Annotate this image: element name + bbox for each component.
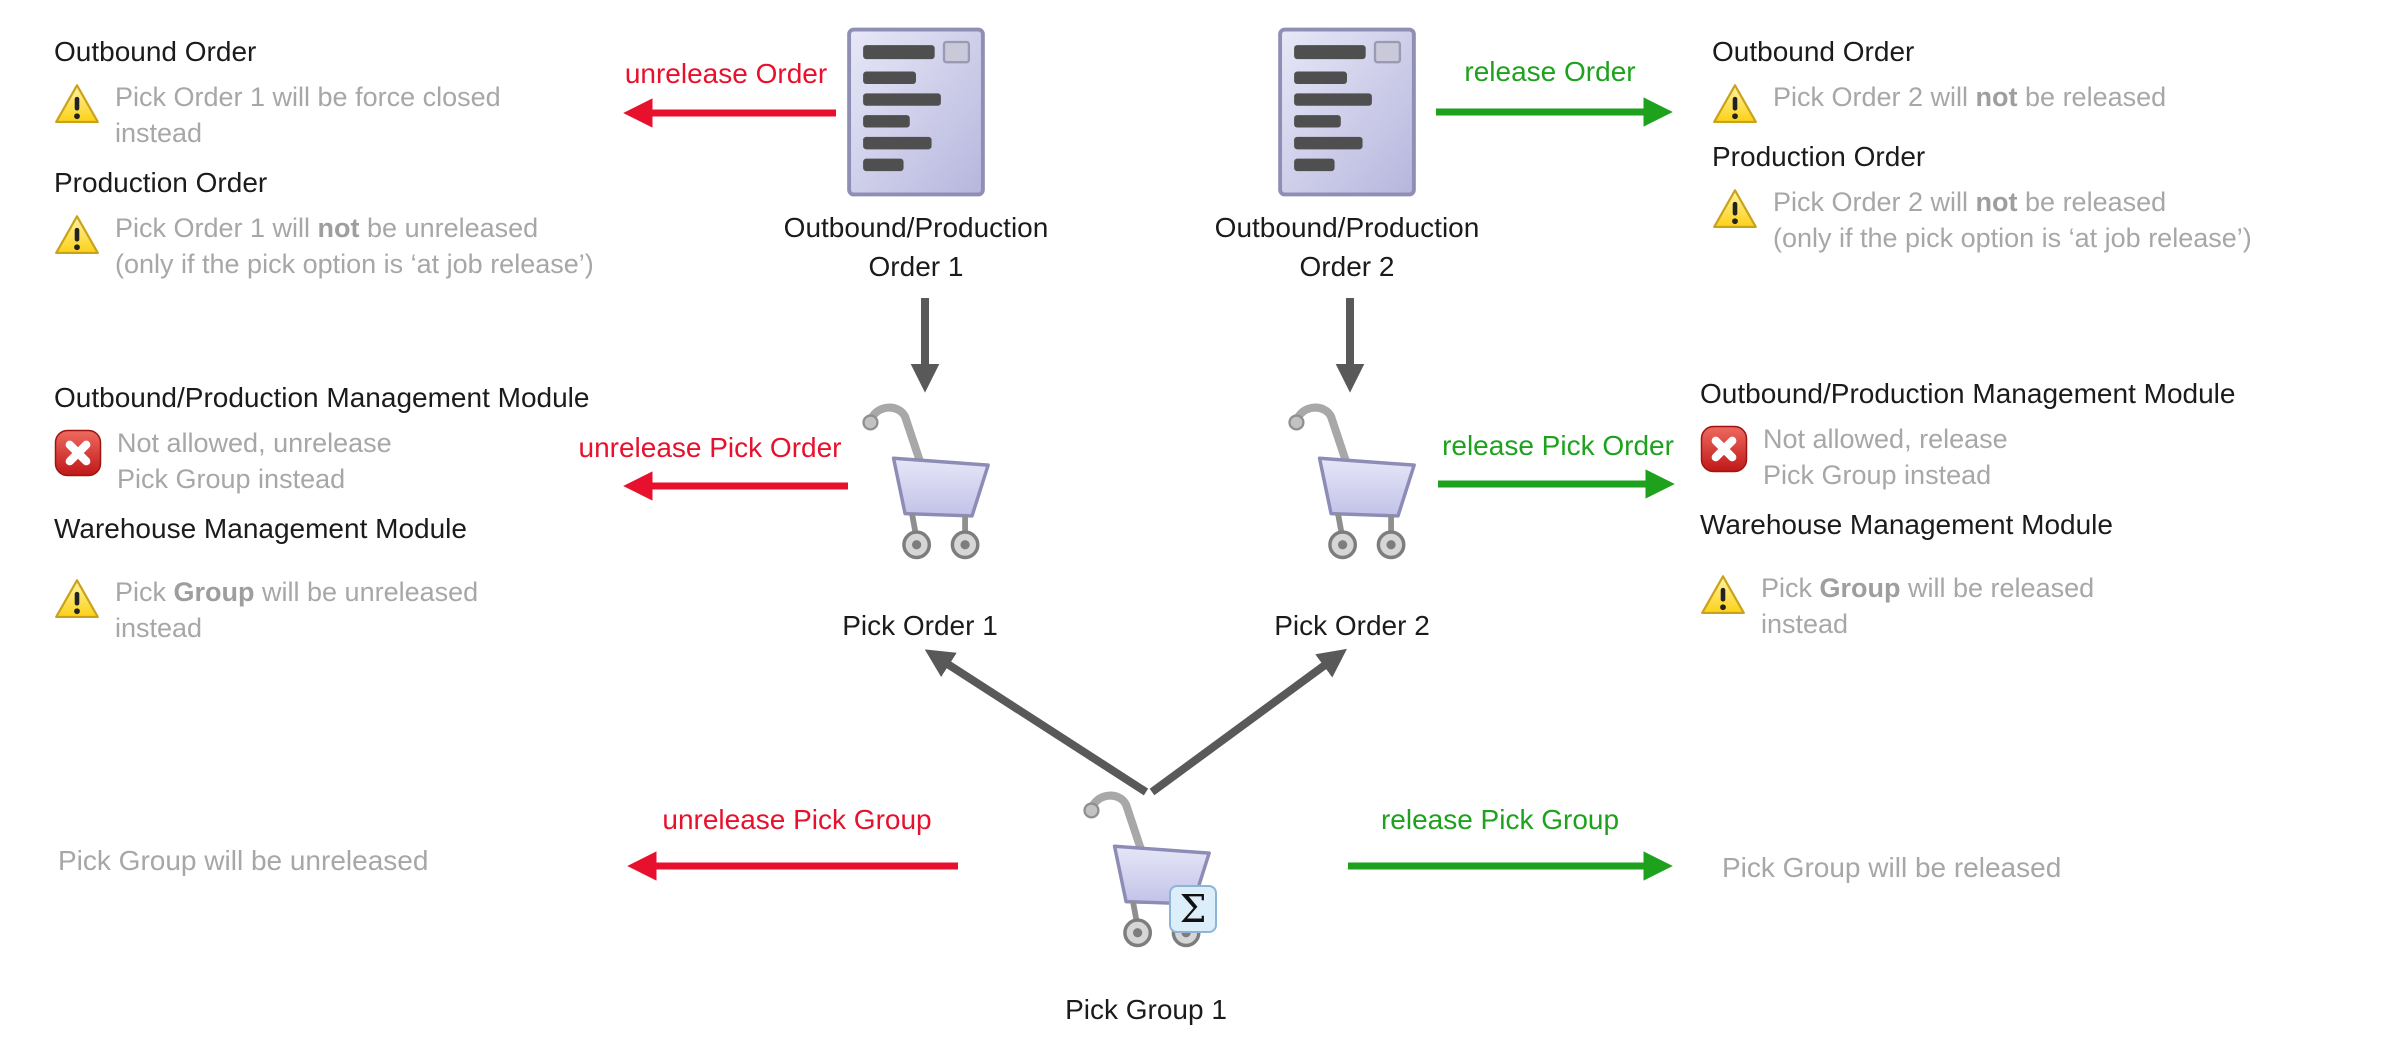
note-line: instead — [115, 117, 203, 148]
note: Pick Order 2 will not be released — [1773, 80, 2166, 116]
unrelease-pick-group-label: unrelease Pick Group — [662, 804, 932, 835]
warning-icon — [55, 579, 99, 619]
warning-row: Pick Order 2 will not be released (only … — [1712, 185, 2392, 256]
unrelease-order-label: unrelease Order — [624, 58, 828, 89]
note-line: Pick Group will be unreleased — [115, 575, 478, 611]
note-text: will be released — [1900, 573, 2095, 604]
doc2-label-line2: Order 2 — [1299, 251, 1395, 283]
note: Pick Order 1 will not be unreleased (onl… — [115, 211, 594, 282]
release-pick-group-label: release Pick Group — [1380, 804, 1620, 835]
note: Pick Group will be released instead — [1761, 571, 2094, 642]
note: Not allowed, unrelease Pick Group instea… — [117, 426, 392, 497]
note-bold: Group — [173, 577, 255, 608]
error-icon — [1700, 425, 1748, 473]
note-text: Pick Order 2 will — [1773, 187, 1976, 217]
panel-top-left: Outbound Order Pick Order 1 will be forc… — [54, 36, 674, 299]
doc1-label: Outbound/Production Order 1 — [784, 208, 1049, 286]
error-icon — [54, 429, 102, 477]
note-text: be unreleased — [359, 213, 539, 244]
warning-row: Pick Order 2 will not be released — [1712, 80, 2392, 125]
release-order-label: release Order — [1464, 56, 1636, 87]
cart-icon — [1288, 403, 1416, 560]
panel-heading: Outbound Order — [54, 36, 257, 67]
group-to-cart2-arrow — [1149, 648, 1347, 796]
note-line: Pick Group instead — [117, 463, 346, 494]
note-text: be released — [2017, 187, 2167, 217]
panel-mid-left: Outbound/Production Management Module No… — [54, 382, 694, 663]
note-bold: Group — [1819, 573, 1901, 604]
release-pick-order-label: release Pick Order — [1442, 430, 1674, 461]
note: Not allowed, release Pick Group instead — [1763, 422, 2008, 493]
warning-icon — [55, 84, 99, 124]
note: Pick Order 1 will be force closed instea… — [115, 80, 501, 151]
note-line: (only if the pick option is ‘at job rele… — [115, 248, 594, 279]
error-row: Not allowed, unrelease Pick Group instea… — [54, 426, 694, 497]
doc1-label-line2: Order 1 — [868, 251, 964, 283]
note-line: instead — [115, 612, 203, 643]
note-line: Pick Order 1 will be force closed — [115, 82, 501, 112]
unrelease-pick-order-label: unrelease Pick Order — [578, 432, 842, 463]
note-bold: not — [317, 213, 360, 244]
note-line: Pick Group instead — [1763, 459, 1992, 490]
document-icon — [1278, 27, 1416, 197]
panel-heading: Warehouse Management Module — [54, 513, 467, 545]
note-text: Pick — [1761, 573, 1820, 604]
note-text: Pick — [115, 577, 174, 608]
panel-heading: Production Order — [54, 167, 268, 199]
note-text: be released — [2017, 82, 2167, 112]
group-to-cart1-arrow — [924, 649, 1149, 796]
panel-top-right: Outbound Order Pick Order 2 will not be … — [1712, 36, 2392, 272]
cart1-label: Pick Order 1 — [842, 610, 998, 641]
cart2-label: Pick Order 2 — [1274, 610, 1430, 641]
note-line: Not allowed, unrelease — [117, 428, 392, 458]
warning-icon — [1701, 575, 1745, 615]
note-text: Pick Order 2 will — [1773, 82, 1976, 112]
note-line: (only if the pick option is ‘at job rele… — [1773, 222, 2252, 253]
note-text: Pick Order 1 will — [115, 213, 318, 244]
error-row: Not allowed, release Pick Group instead — [1700, 422, 2380, 493]
doc2-label-line1: Outbound/Production — [1214, 212, 1480, 243]
panel-heading: Outbound Order — [1712, 36, 1915, 67]
note-text: will be unreleased — [254, 577, 479, 608]
note-line: instead — [1761, 608, 1849, 639]
warning-icon — [55, 215, 99, 255]
note: Pick Group will be unreleased instead — [115, 575, 478, 646]
panel-heading: Outbound/Production Management Module — [54, 382, 590, 413]
panel-heading: Outbound/Production Management Module — [1700, 378, 2236, 409]
warning-icon — [1713, 189, 1757, 229]
note-bold: not — [1975, 187, 2018, 217]
panel-heading: Warehouse Management Module — [1700, 509, 2113, 541]
bottom-left-note: Pick Group will be unreleased — [58, 845, 429, 876]
warning-row: Pick Order 1 will not be unreleased (onl… — [54, 211, 674, 282]
pick-group-label: Pick Group 1 — [1065, 994, 1227, 1025]
cart-icon — [862, 403, 990, 560]
note-line: Pick Order 2 will not be released — [1773, 80, 2166, 116]
warning-row: Pick Group will be released instead — [1700, 571, 2380, 642]
warning-row: Pick Group will be unreleased instead — [54, 575, 694, 646]
bottom-right-note: Pick Group will be released — [1722, 852, 2062, 883]
note-line: Not allowed, release — [1763, 424, 2008, 454]
doc2-label: Outbound/Production Order 2 — [1215, 208, 1480, 286]
sigma-badge: Σ — [1169, 885, 1217, 933]
doc1-label-line1: Outbound/Production — [783, 212, 1049, 243]
note-bold: not — [1975, 82, 2018, 112]
warning-row: Pick Order 1 will be force closed instea… — [54, 80, 674, 151]
note-line: Pick Order 1 will not be unreleased — [115, 211, 594, 247]
note-line: Pick Order 2 will not be released — [1773, 185, 2252, 221]
note: Pick Order 2 will not be released (only … — [1773, 185, 2252, 256]
note-line: Pick Group will be released — [1761, 571, 2094, 607]
panel-heading: Production Order — [1712, 141, 1926, 172]
warning-icon — [1713, 84, 1757, 124]
panel-mid-right: Outbound/Production Management Module No… — [1700, 378, 2380, 659]
document-icon — [847, 27, 985, 197]
